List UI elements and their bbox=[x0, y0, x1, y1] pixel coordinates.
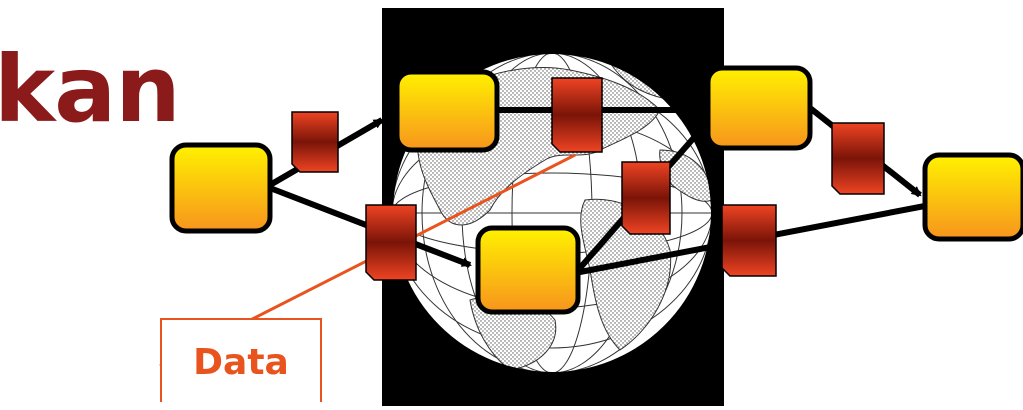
data-document-icon bbox=[831, 122, 885, 195]
node-middle bbox=[475, 225, 581, 315]
data-document-icon bbox=[721, 204, 777, 277]
data-document-icon bbox=[551, 77, 603, 153]
node-sink bbox=[922, 152, 1023, 242]
page-heading: kan bbox=[0, 36, 181, 143]
data-document-icon bbox=[291, 111, 339, 173]
node-upper-left bbox=[394, 69, 500, 153]
data-callout: Data bbox=[160, 318, 322, 402]
data-document-icon bbox=[621, 161, 671, 235]
data-document-icon bbox=[365, 204, 417, 281]
node-source bbox=[169, 142, 273, 234]
callout-label: Data bbox=[193, 342, 289, 383]
node-upper-right bbox=[705, 65, 813, 151]
